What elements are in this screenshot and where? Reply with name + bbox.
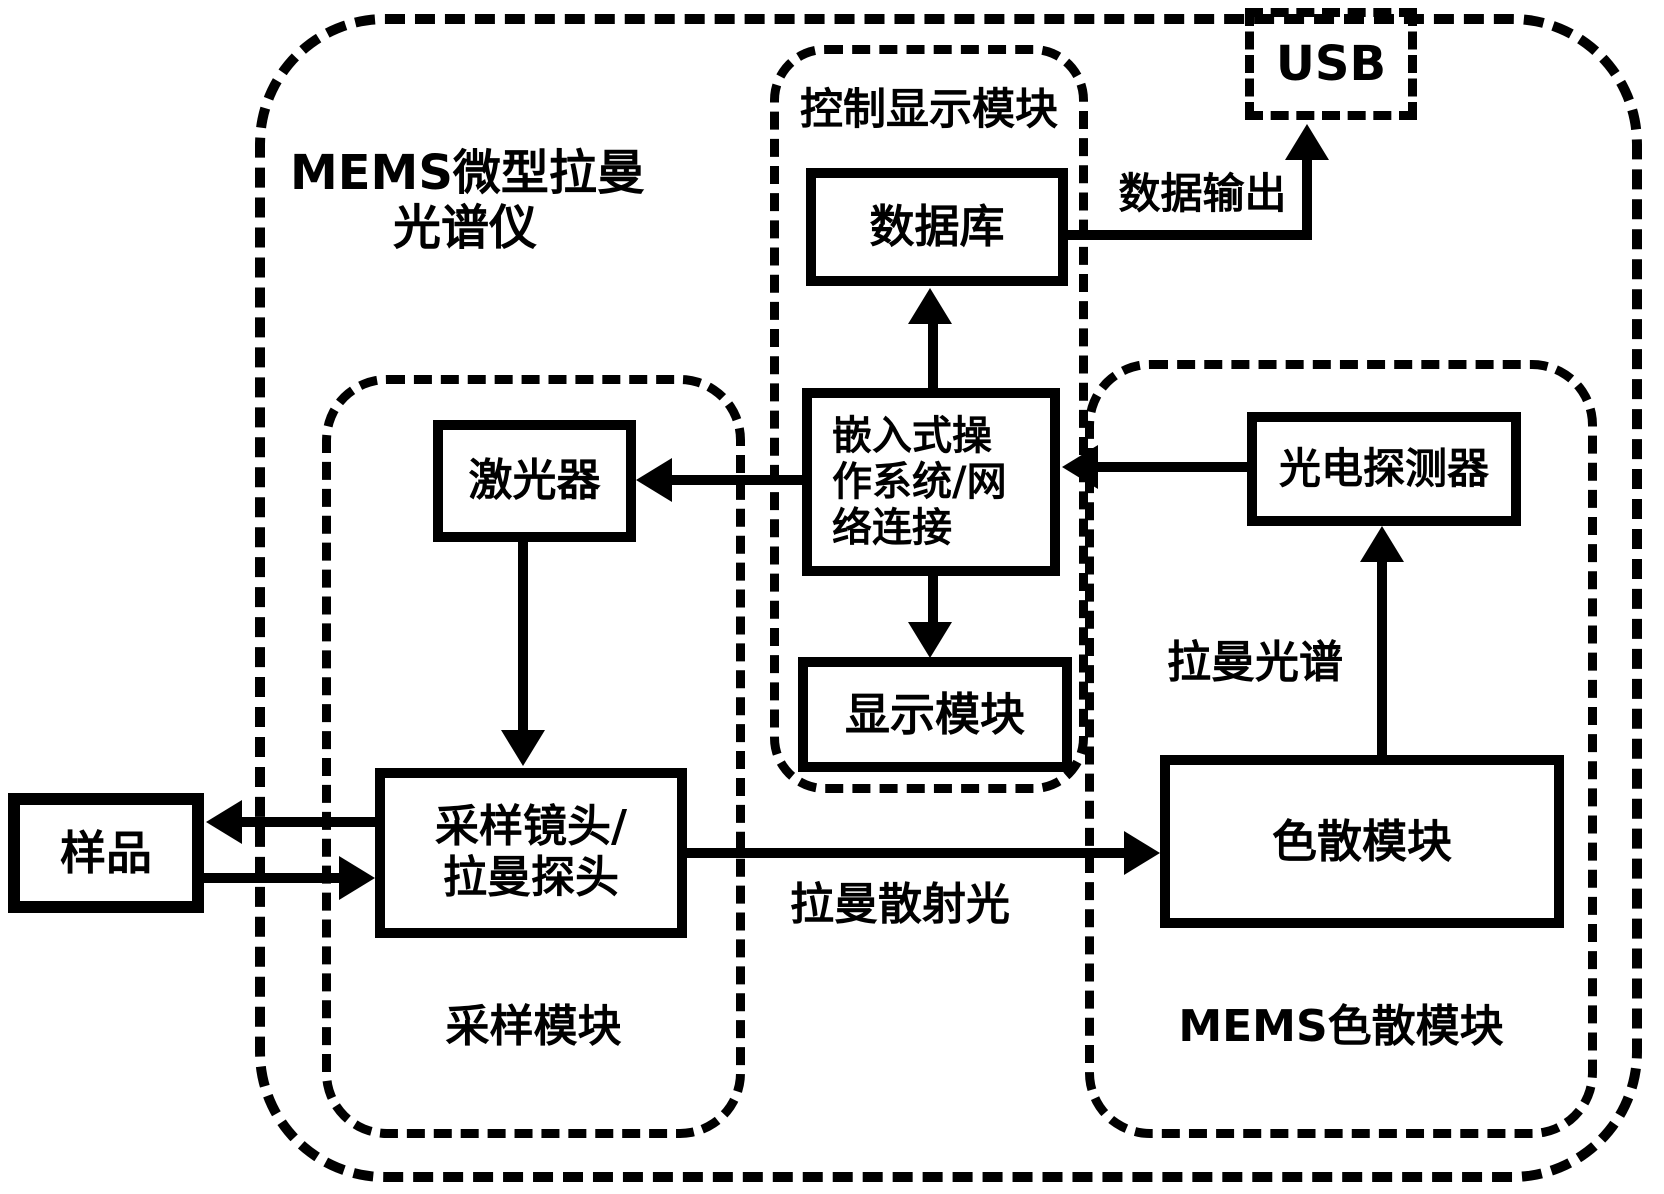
arrow-line	[928, 320, 938, 388]
embedded-os-box: 嵌入式操 作系统/网 络连接	[802, 388, 1060, 576]
data-output-label: 数据输出	[1118, 169, 1287, 218]
sample-label: 样品	[60, 825, 152, 880]
arrow-line	[518, 540, 528, 732]
diagram-title-line2: 光谱仪	[392, 200, 537, 257]
database-label: 数据库	[869, 200, 1005, 254]
display-module-label: 显示模块	[844, 687, 1025, 741]
arrowhead-left-icon	[1062, 445, 1098, 489]
arrow-line	[685, 848, 1125, 858]
arrow-line	[240, 817, 376, 827]
control-display-module-label: 控制显示模块	[800, 85, 1058, 135]
dispersion-box: 色散模块	[1160, 755, 1564, 928]
arrowhead-down-icon	[501, 730, 545, 766]
sampling-lens-line1: 采样镜头/	[434, 801, 628, 853]
arrow-line	[1066, 230, 1312, 240]
usb-port-box: USB	[1245, 8, 1417, 120]
mems-dispersion-module-label: MEMS色散模块	[1178, 1001, 1504, 1052]
sampling-module-label: 采样模块	[445, 1001, 622, 1052]
embedded-os-line1: 嵌入式操	[832, 413, 992, 459]
arrowhead-down-icon	[908, 622, 952, 658]
arrow-line	[202, 873, 340, 883]
sampling-module-boundary	[322, 375, 745, 1138]
sampling-lens-line2: 拉曼探头	[443, 852, 619, 903]
raman-scattered-light-label: 拉曼散射光	[790, 879, 1010, 930]
embedded-os-line2: 作系统/网	[832, 459, 1007, 505]
laser-box: 激光器	[433, 420, 636, 542]
arrowhead-up-icon	[1360, 526, 1404, 562]
laser-label: 激光器	[468, 454, 601, 506]
arrow-line	[1302, 158, 1312, 238]
sampling-lens-box: 采样镜头/ 拉曼探头	[375, 768, 687, 938]
arrow-line	[928, 576, 938, 622]
database-box: 数据库	[806, 168, 1068, 286]
raman-spectrum-label: 拉曼光谱	[1167, 637, 1343, 688]
arrow-line	[1096, 462, 1249, 472]
dispersion-label: 色散模块	[1271, 814, 1452, 868]
display-module-box: 显示模块	[798, 657, 1072, 772]
photodetector-label: 光电探测器	[1278, 443, 1489, 493]
usb-label: USB	[1275, 36, 1387, 92]
arrow-line	[1377, 560, 1387, 757]
arrowhead-left-icon	[636, 458, 672, 502]
arrowhead-left-icon	[206, 800, 242, 844]
diagram-title: MEMS微型拉曼 光谱仪	[290, 145, 645, 257]
sample-box: 样品	[8, 793, 204, 913]
arrowhead-right-icon	[339, 856, 375, 900]
mems-dispersion-module-boundary	[1085, 360, 1597, 1138]
diagram-title-line1: MEMS微型拉曼	[290, 145, 645, 201]
arrowhead-up-icon	[1285, 124, 1329, 160]
control-display-module-boundary	[770, 45, 1088, 793]
embedded-os-line3: 络连接	[832, 505, 952, 551]
arrowhead-right-icon	[1124, 831, 1160, 875]
photodetector-box: 光电探测器	[1247, 412, 1521, 526]
arrowhead-up-icon	[908, 288, 952, 324]
arrow-line	[670, 475, 804, 485]
spectrometer-outer-boundary	[255, 14, 1642, 1182]
